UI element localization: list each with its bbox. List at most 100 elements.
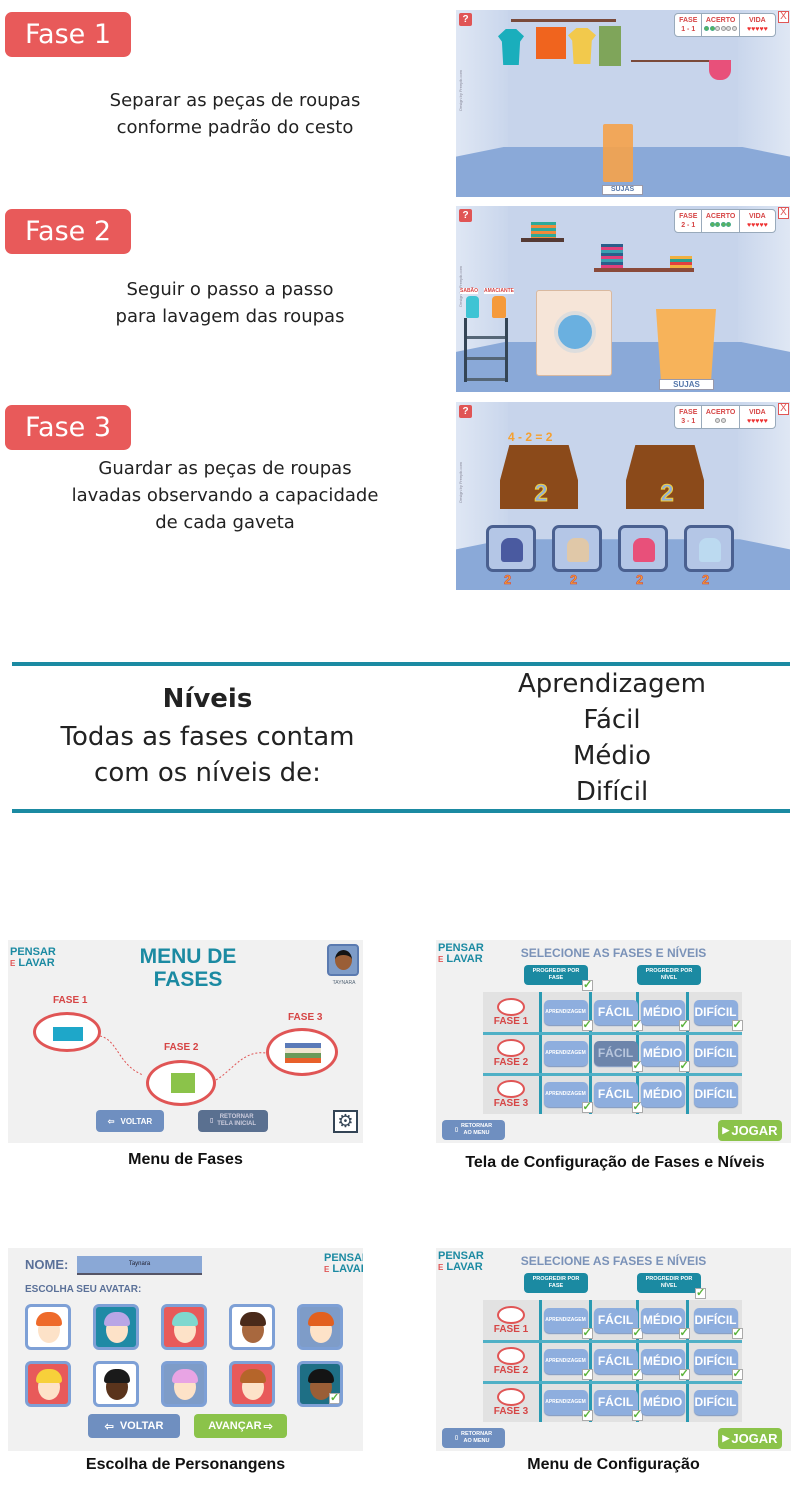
- avatar-option[interactable]: [93, 1361, 139, 1407]
- avatar-option[interactable]: [161, 1361, 207, 1407]
- player-avatar[interactable]: [327, 944, 359, 976]
- level-button-3[interactable]: DIFÍCIL: [693, 1081, 738, 1107]
- gear-icon[interactable]: ⚙: [333, 1110, 358, 1133]
- pants-icon[interactable]: [599, 26, 621, 66]
- level-button-1[interactable]: FÁCIL✓: [593, 1081, 643, 1113]
- avatar-option[interactable]: [25, 1304, 71, 1350]
- avatar-option[interactable]: ✓: [297, 1361, 343, 1407]
- help-button[interactable]: ?: [459, 405, 472, 418]
- description-line: de cada gaveta: [155, 512, 295, 533]
- fase-2-game-screenshot: ? Design by Freepik.com SABÃO AMACIANTE …: [456, 206, 790, 392]
- level-button-1[interactable]: FÁCIL✓: [593, 999, 643, 1031]
- arrow-left-icon: ⇦: [107, 1116, 115, 1126]
- level-button-1[interactable]: FÁCIL✓: [593, 1040, 643, 1072]
- fase-1-label: FASE 1: [53, 995, 88, 1006]
- close-button[interactable]: X: [778, 11, 789, 23]
- avatar-option[interactable]: [161, 1304, 207, 1350]
- avatar-option[interactable]: [25, 1361, 71, 1407]
- beanie-item[interactable]: [618, 525, 668, 572]
- description-line: Seguir o passo a passo: [126, 279, 334, 300]
- door-icon: ▯: [209, 1117, 214, 1124]
- fase-1-button[interactable]: [33, 1012, 101, 1052]
- level-button-3[interactable]: DIFÍCIL: [693, 1389, 738, 1415]
- washing-machine[interactable]: [536, 290, 612, 376]
- dirty-basket[interactable]: [603, 124, 633, 182]
- level-button-1[interactable]: FÁCIL✓: [593, 1389, 643, 1421]
- level-button-0[interactable]: APRENDIZAGEM✓: [543, 1081, 593, 1113]
- heart-icon: ♥: [759, 222, 764, 229]
- fase-icon: [497, 1305, 525, 1324]
- level-button-0[interactable]: APRENDIZAGEM✓: [543, 1389, 593, 1421]
- level-button-3[interactable]: DIFÍCIL: [693, 1040, 738, 1066]
- mittens-item[interactable]: [486, 525, 536, 572]
- jogar-button[interactable]: ▶JOGAR: [718, 1428, 782, 1449]
- fase-3-button[interactable]: [266, 1028, 338, 1076]
- level-button-2[interactable]: MÉDIO✓: [640, 1040, 690, 1072]
- level-button-3[interactable]: DIFÍCIL✓: [693, 999, 743, 1031]
- level-button-1[interactable]: FÁCIL✓: [593, 1348, 643, 1380]
- level-button-0[interactable]: APRENDIZAGEM✓: [543, 1348, 593, 1380]
- jogar-button[interactable]: ▶JOGAR: [718, 1120, 782, 1141]
- level-button-2[interactable]: MÉDIO✓: [640, 1307, 690, 1339]
- name-label: NOME:: [25, 1257, 69, 1272]
- vida-hearts: ♥♥♥♥♥: [740, 221, 775, 230]
- level-button-2[interactable]: MÉDIO✓: [640, 1348, 690, 1380]
- level-button-0[interactable]: APRENDIZAGEM✓: [543, 999, 593, 1031]
- level-button-2[interactable]: MÉDIO✓: [640, 999, 690, 1031]
- underwear-icon[interactable]: [709, 60, 731, 80]
- folded-clothes-icon: [601, 244, 623, 268]
- shorts-icon[interactable]: [536, 27, 566, 59]
- fase-3-badge: Fase 3: [5, 405, 131, 450]
- close-button[interactable]: X: [778, 207, 789, 219]
- drawer-2[interactable]: [626, 445, 704, 509]
- voltar-button[interactable]: ⇦VOLTAR: [88, 1414, 180, 1438]
- item-count: 2: [570, 572, 578, 588]
- checkmark-icon: ✓: [581, 1100, 593, 1113]
- socks-item[interactable]: [552, 525, 602, 572]
- fase-2-badge: Fase 2: [5, 209, 131, 254]
- shelf: [521, 238, 564, 242]
- hat-item[interactable]: [684, 525, 734, 572]
- level-button-2[interactable]: MÉDIO: [640, 1389, 685, 1415]
- level-button-2[interactable]: MÉDIO: [640, 1081, 685, 1107]
- avatar-option[interactable]: [229, 1304, 275, 1350]
- level-button-0[interactable]: APRENDIZAGEM: [543, 1040, 588, 1066]
- softener-bottle-icon[interactable]: [492, 296, 506, 318]
- fase-icon: [497, 997, 525, 1016]
- fase-row-header: FASE 2: [483, 1033, 539, 1073]
- level-button-3[interactable]: DIFÍCIL✓: [693, 1348, 743, 1380]
- help-button[interactable]: ?: [459, 13, 472, 26]
- help-button[interactable]: ?: [459, 209, 472, 222]
- choose-avatar-label: ESCOLHA SEU AVATAR:: [25, 1284, 142, 1295]
- heart-icon: ♥: [751, 26, 756, 33]
- close-button[interactable]: X: [778, 403, 789, 415]
- drawer-1[interactable]: [500, 445, 578, 509]
- level-button-0[interactable]: APRENDIZAGEM✓: [543, 1307, 593, 1339]
- avatar-option[interactable]: [93, 1304, 139, 1350]
- voltar-button[interactable]: ⇦VOLTAR: [96, 1110, 164, 1132]
- avancar-button[interactable]: AVANÇAR⇨: [194, 1414, 287, 1438]
- shirt-icon[interactable]: [568, 28, 596, 64]
- levels-title: Níveis: [162, 684, 253, 714]
- heart-icon: ♥: [763, 418, 768, 425]
- dirty-basket[interactable]: [656, 309, 716, 379]
- soap-bottle-icon[interactable]: [466, 296, 479, 318]
- hat-icon: [699, 538, 721, 562]
- heart-icon: ♥: [759, 26, 764, 33]
- avatar-option[interactable]: [297, 1304, 343, 1350]
- fase-2-button[interactable]: [146, 1060, 216, 1106]
- drawer-count: 2: [534, 480, 548, 508]
- level-button-1[interactable]: FÁCIL✓: [593, 1307, 643, 1339]
- avatar-option[interactable]: [229, 1361, 275, 1407]
- level-button-3[interactable]: DIFÍCIL✓: [693, 1307, 743, 1339]
- name-input[interactable]: Taynara: [77, 1256, 202, 1275]
